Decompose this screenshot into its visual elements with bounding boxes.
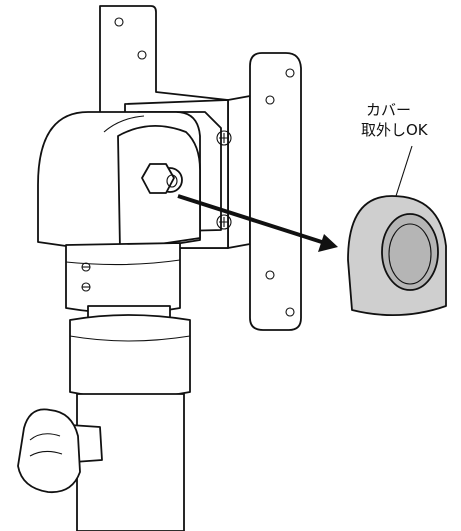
- pole: [69, 305, 191, 531]
- cover-face-icon: [388, 223, 432, 285]
- cap-cover: [347, 195, 447, 317]
- locking-knob: [17, 408, 103, 494]
- removal-arrow: [177, 194, 338, 252]
- tilt-hinge: [37, 111, 201, 251]
- callout-leader: [395, 145, 413, 197]
- screw-hole-icon: [265, 95, 275, 105]
- screw-hole-icon: [285, 68, 295, 78]
- screw-hole-icon: [265, 270, 275, 280]
- hex-nut-icon: [141, 163, 175, 194]
- cross-screw-icon: [216, 130, 232, 146]
- vesa-plate: [249, 52, 302, 331]
- hex-bolt: [141, 163, 183, 194]
- callout-label-removable: 取外しOK: [361, 121, 428, 139]
- cross-screw-icon: [216, 214, 232, 230]
- callout-label-cover: カバー: [366, 101, 412, 119]
- pole-collar: [65, 242, 181, 314]
- arrow-head-icon: [318, 234, 338, 252]
- screw-hole-icon: [285, 307, 295, 317]
- screw-hole-icon: [137, 50, 147, 60]
- screw-hole-icon: [114, 17, 124, 27]
